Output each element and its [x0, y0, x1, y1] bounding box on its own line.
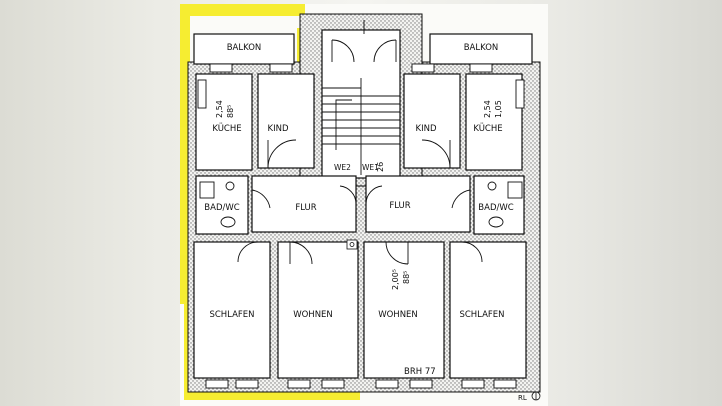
label-wohnen-left: WOHNEN: [293, 310, 333, 320]
dim-wohnen-right-top: 2,00⁵: [391, 269, 400, 290]
label-kind-left: KIND: [268, 124, 289, 134]
door-swings: [237, 139, 483, 265]
label-bad-left: BAD/WC: [204, 203, 239, 213]
label-flur-right: FLUR: [389, 201, 410, 211]
label-flur-left: FLUR: [295, 203, 316, 213]
room-kueche-right: [465, 73, 523, 171]
north-arrow-icon: [531, 391, 541, 401]
label-balkon-right: BALKON: [464, 43, 499, 53]
stair-steps: 26: [376, 162, 385, 172]
label-balkon-left: BALKON: [227, 43, 262, 53]
dim-kueche-right-bottom: 1,05: [494, 100, 503, 118]
label-we1: WE1: [362, 163, 379, 172]
room-schlafen-left: [193, 241, 271, 379]
dim-kueche-left-top: 2,54: [215, 100, 224, 118]
room-kind-right: [403, 73, 461, 169]
dim-kueche-right-top: 2,54: [483, 100, 492, 118]
room-flur-right: [365, 175, 471, 233]
staircase: [322, 20, 400, 175]
dim-wohnen-right-bottom: 88⁵: [402, 271, 411, 284]
room-wohnen-right: [363, 241, 445, 379]
label-schlafen-right: SCHLAFEN: [459, 310, 504, 320]
label-schlafen-left: SCHLAFEN: [209, 310, 254, 320]
room-balkon-right: [429, 33, 533, 65]
windows: [205, 63, 517, 389]
label-brh: BRH 77: [404, 367, 436, 377]
label-wohnen-right: WOHNEN: [378, 310, 418, 320]
bath-fixtures: [197, 79, 525, 228]
room-wohnen-left: [277, 241, 359, 379]
label-kind-right: KIND: [416, 124, 437, 134]
label-rl: RL: [518, 394, 527, 402]
label-kueche-left: KÜCHE: [212, 123, 241, 134]
room-kind-left: [257, 73, 315, 169]
dim-kueche-left-bottom: 88⁵: [226, 105, 235, 118]
label-kueche-right: KÜCHE: [473, 123, 502, 134]
room-balkon-left: [193, 33, 295, 65]
label-bad-right: BAD/WC: [478, 203, 513, 213]
light-switch-icon: [346, 239, 358, 250]
label-we2: WE2: [334, 163, 351, 172]
room-schlafen-right: [449, 241, 527, 379]
